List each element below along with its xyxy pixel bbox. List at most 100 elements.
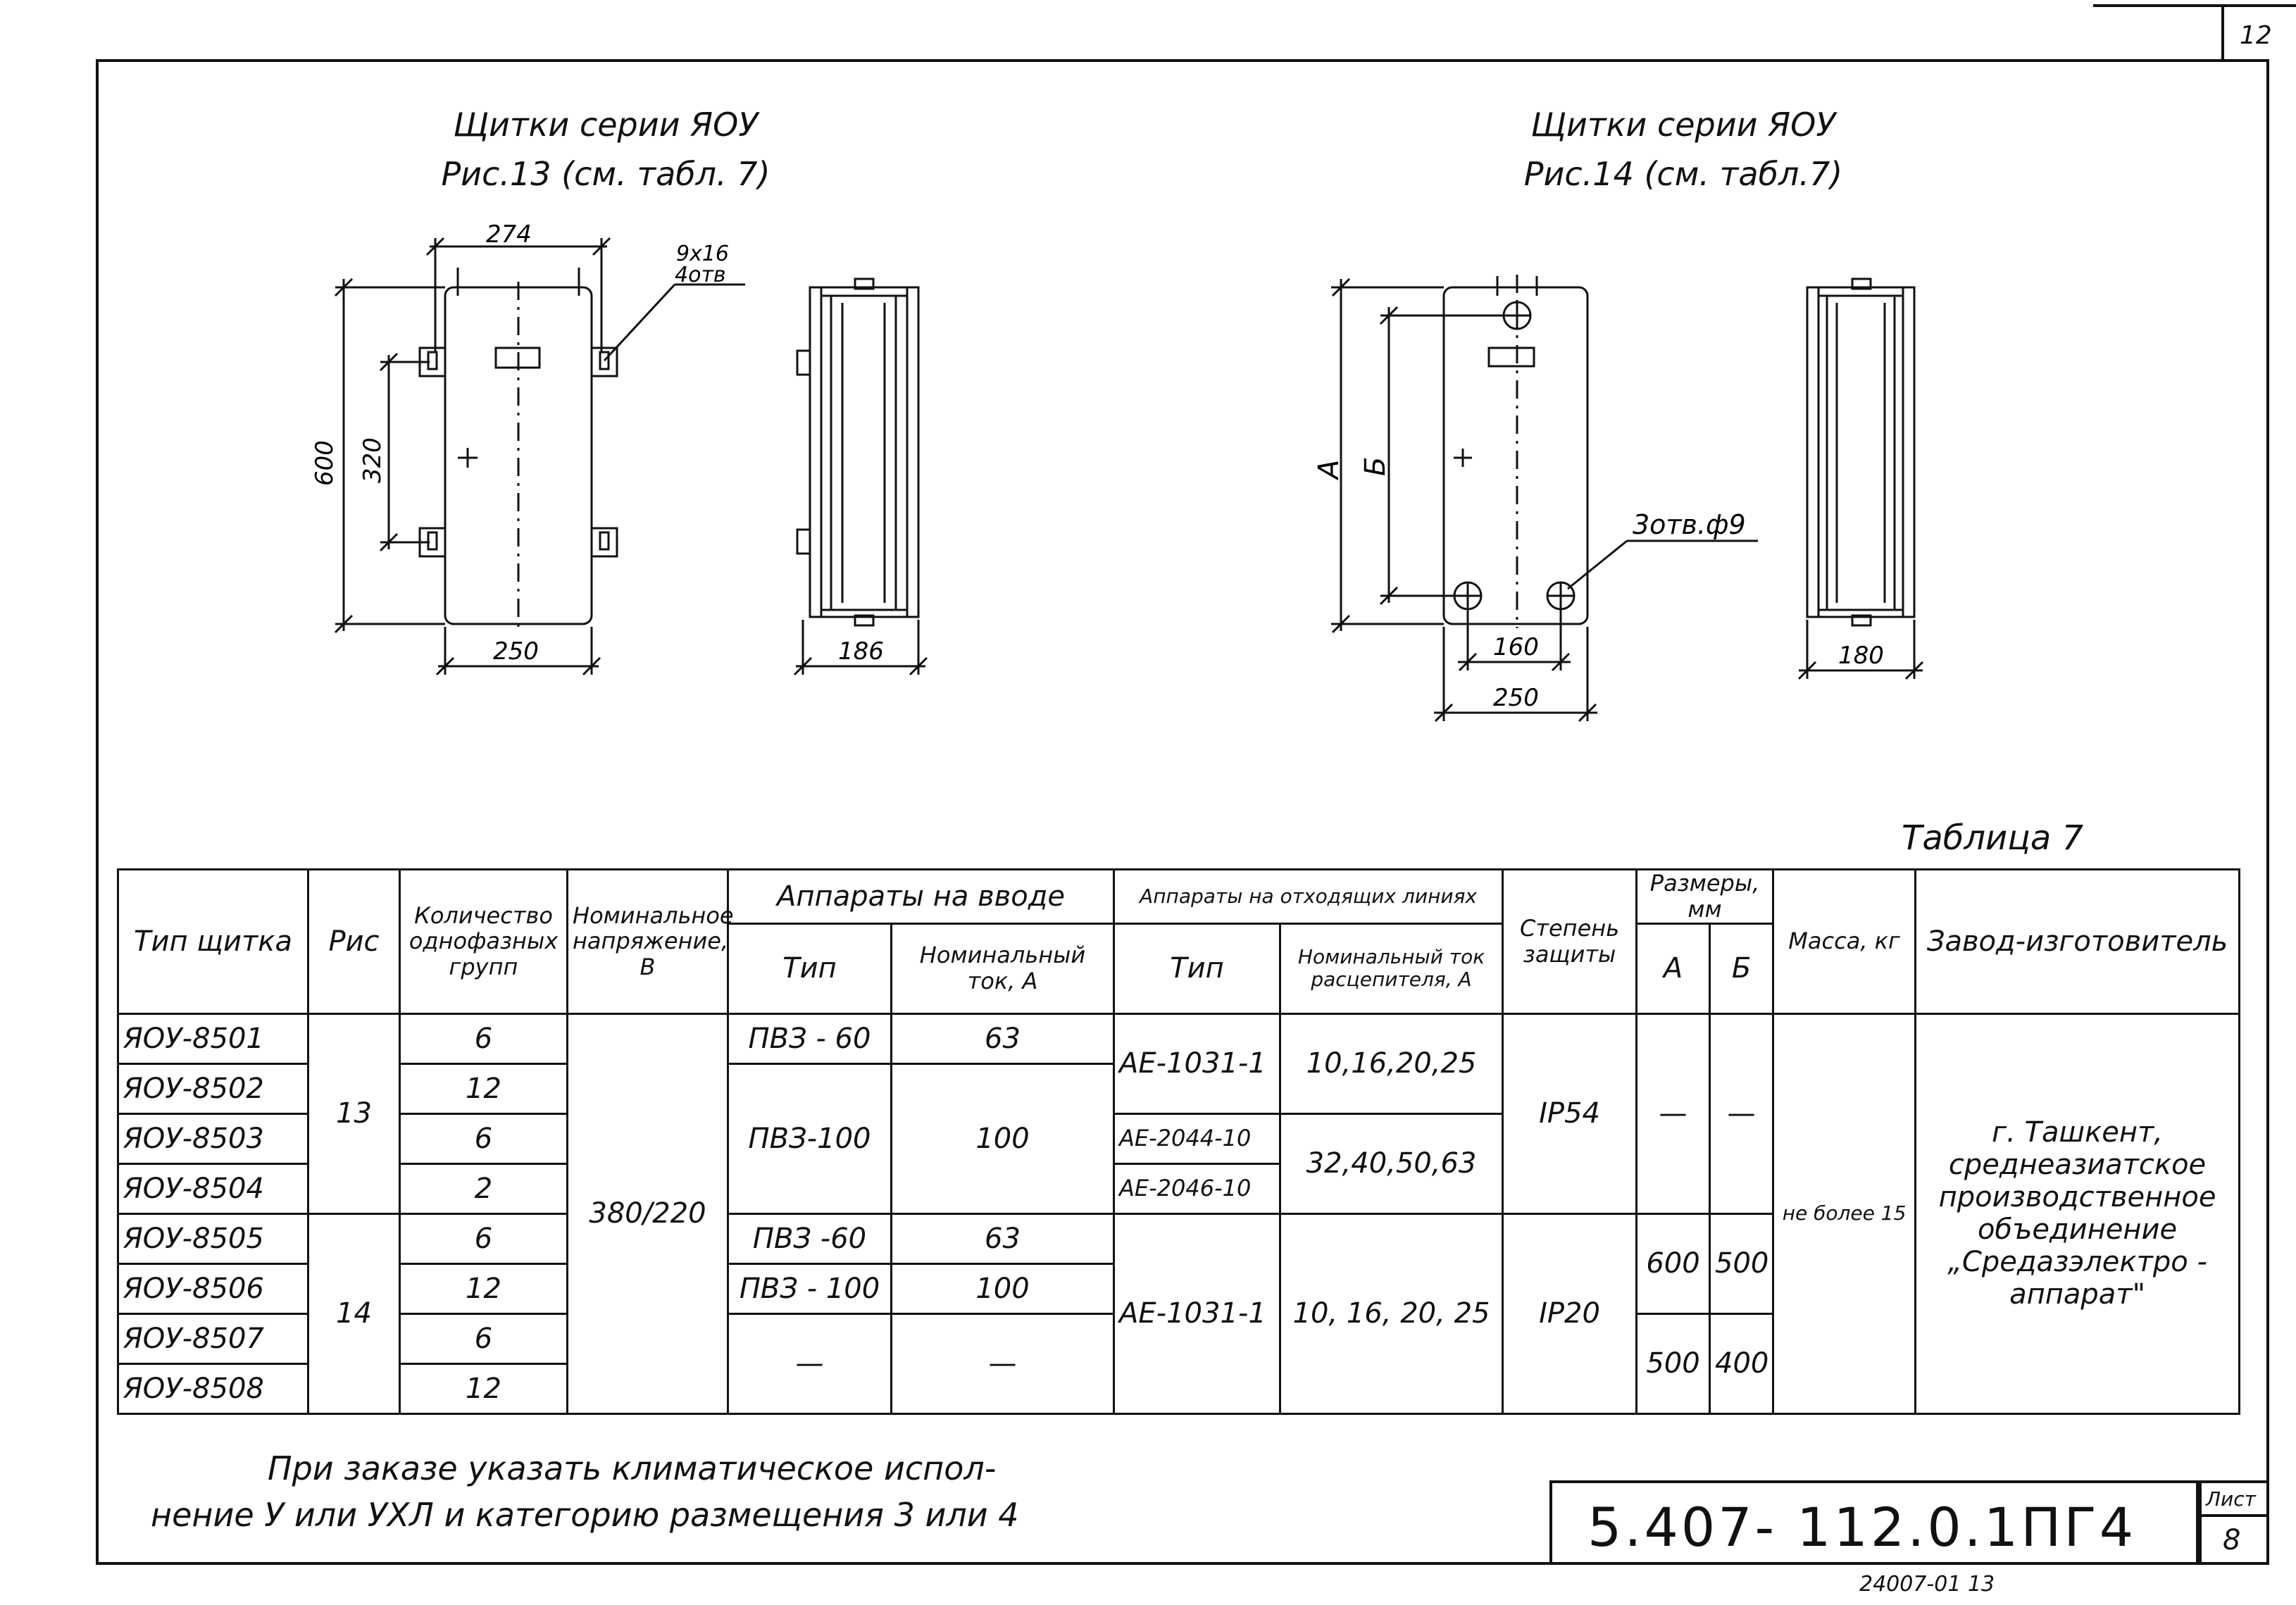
header-out-type: Тип	[1113, 922, 1282, 1015]
header-mass: Масса, кг	[1772, 868, 1917, 1015]
cell-type: ЯОУ-8501	[117, 1012, 309, 1065]
maker-line: объединение	[1977, 1213, 2178, 1247]
table-row: ЯОУ-8505 14 6 ПВЗ -60 63 АЕ-1031-1 10, 1…	[117, 1212, 2240, 1415]
header-fig: Рис	[307, 868, 401, 1015]
header-size-b: Б	[1709, 922, 1775, 1015]
cell-type: ЯОУ-8507	[117, 1312, 309, 1365]
cell-type: ЯОУ-8503	[117, 1112, 309, 1165]
fig14-title: Щитки серии ЯОУ	[1530, 106, 1836, 144]
cell-out-current: 10,16,20,25	[1279, 1012, 1504, 1115]
cell-input-type: ПВЗ - 60	[727, 1012, 892, 1065]
fig14-front-panel	[1442, 286, 1589, 625]
fig13-hole-size: 9x16	[676, 242, 729, 266]
cell-size-a: 600	[1635, 1212, 1711, 1315]
cell-out-type: АЕ-1031-1	[1113, 1012, 1282, 1115]
bottom-code: 24007-01 13	[1859, 1572, 1995, 1597]
fig14-dim-inner: 160	[1493, 633, 1539, 661]
cell-type: ЯОУ-8506	[117, 1262, 309, 1315]
cell-input-type: ПВЗ -60	[727, 1212, 892, 1265]
fig13-subtitle: Рис.13 (см. табл. 7)	[441, 155, 770, 193]
maker-line: г. Ташкент,	[1992, 1116, 2164, 1149]
cell-out-type: АЕ-2044-10	[1113, 1112, 1282, 1165]
cell-size-a: 500	[1635, 1312, 1711, 1415]
fig14-dim-a: А	[1313, 460, 1345, 481]
cell-input-current: 100	[890, 1062, 1116, 1215]
cell-out-type: АЕ-2046-10	[1113, 1162, 1282, 1215]
cell-out-type: АЕ-1031-1	[1113, 1212, 1282, 1415]
sheet-number: 8	[2223, 1524, 2241, 1556]
cell-fig-13: 13	[307, 1012, 401, 1215]
corner-divider	[2221, 6, 2224, 62]
cell-groups: 6	[399, 1112, 568, 1165]
cell-input-current: 100	[890, 1262, 1116, 1315]
header-input-current: Номинальный ток, А	[890, 922, 1116, 1015]
table-row: ЯОУ-8502 12 ПВЗ-100 100	[117, 1062, 2240, 1215]
sheet-box: Лист 8	[2199, 1480, 2269, 1565]
cell-groups: 12	[399, 1262, 568, 1315]
fig13-dim-height: 600	[311, 440, 339, 486]
cell-groups: 12	[399, 1362, 568, 1415]
cell-out-current: 10, 16, 20, 25	[1279, 1212, 1504, 1415]
fig13-drawing: 274 250 600 320 9x16 4отв 186	[311, 220, 928, 676]
document-code: 5.407- 112.0.1ПГ4	[1587, 1496, 2137, 1559]
table-row: ЯОУ-8507 6 — — 500 400	[117, 1312, 2240, 1415]
header-type: Тип щитка	[117, 868, 309, 1015]
table-row: ЯОУ-8504 2 АЕ-2046-10	[117, 1162, 2240, 1215]
header-sizes: Размеры, мм	[1635, 868, 1775, 925]
fig14-dim-bottom: 250	[1493, 684, 1539, 712]
header-out-current: Номинальный ток расцепителя, А	[1279, 922, 1504, 1015]
fig13-title: Щитки серии ЯОУ	[453, 106, 759, 144]
header-outgoing: Аппараты на отходящих линиях	[1113, 868, 1504, 925]
maker-line: „Средазэлектро -	[1947, 1246, 2207, 1279]
fig14-drawing: А Б 3отв.ф9 160 250 180	[1313, 275, 1924, 723]
fig13-hole-count: 4отв	[675, 263, 726, 287]
cell-mass: не более 15	[1772, 1012, 1917, 1415]
fig14-subtitle: Рис.14 (см. табл.7)	[1523, 155, 1843, 193]
fig13-dim-top: 274	[486, 220, 532, 249]
header-maker: Завод-изготовитель	[1914, 868, 2241, 1015]
cell-protection-ip54: IP54	[1502, 1012, 1638, 1215]
corner-top-line	[2093, 4, 2296, 7]
note-line-1: При заказе указать климатическое испол-	[268, 1449, 997, 1487]
cell-groups: 2	[399, 1162, 568, 1215]
fig14-dim-b: Б	[1359, 457, 1392, 476]
cell-protection-ip20: IP20	[1502, 1212, 1638, 1415]
cell-size-b: 500	[1709, 1212, 1775, 1315]
cell-type: ЯОУ-8508	[117, 1362, 309, 1415]
sheet-label: Лист	[2206, 1487, 2256, 1511]
cell-maker: г. Ташкент, среднеазиатское производстве…	[1914, 1012, 2241, 1415]
cell-size-a-dash: —	[1635, 1012, 1711, 1215]
drawing-frame	[96, 59, 2269, 1565]
fig13-dim-bottom: 250	[493, 637, 539, 666]
header-input-type: Тип	[727, 922, 892, 1015]
cell-groups: 6	[399, 1212, 568, 1265]
cell-fig-14: 14	[307, 1212, 401, 1415]
fig14-hole-label: 3отв.ф9	[1633, 509, 1746, 540]
header-size-a: А	[1635, 922, 1711, 1015]
cell-input-type: ПВЗ - 100	[727, 1262, 892, 1315]
cell-size-b-dash: —	[1709, 1012, 1775, 1215]
header-voltage: Номинальное напряжение, В	[566, 868, 734, 1015]
fig13-side-dim: 186	[838, 637, 884, 666]
header-groups: Количество однофазных групп	[399, 868, 568, 1015]
table-row: ЯОУ-8506 12 ПВЗ - 100 100	[117, 1262, 2240, 1315]
fig14-side-dim: 180	[1838, 642, 1884, 670]
cell-input-type: ПВЗ-100	[727, 1062, 892, 1215]
cell-type: ЯОУ-8502	[117, 1062, 309, 1115]
maker-line: среднеазиатское	[1948, 1149, 2207, 1182]
header-input: Аппараты на вводе	[726, 868, 1116, 925]
cell-groups: 12	[399, 1062, 568, 1115]
fig14-side-view	[1806, 286, 1820, 618]
table-7: Тип щитка Рис Количество однофазных груп…	[117, 868, 2241, 1415]
cell-input-current: 63	[890, 1012, 1116, 1065]
maker-line: производственное	[1938, 1181, 2216, 1214]
table-row: ЯОУ-8503 6 АЕ-2044-10 32,40,50,63	[117, 1112, 2240, 1215]
maker-line: аппарат"	[2009, 1278, 2146, 1311]
cell-groups: 6	[399, 1012, 568, 1065]
table-caption: Таблица 7	[1902, 818, 2084, 858]
cell-input-type: —	[727, 1312, 892, 1415]
table-row: ЯОУ-8501 13 6 380/220 ПВЗ - 60 63 АЕ-103…	[117, 1012, 2241, 1415]
cell-type: ЯОУ-8505	[117, 1212, 309, 1265]
cell-input-current: 63	[890, 1212, 1116, 1265]
cell-out-current: 32,40,50,63	[1279, 1112, 1504, 1215]
